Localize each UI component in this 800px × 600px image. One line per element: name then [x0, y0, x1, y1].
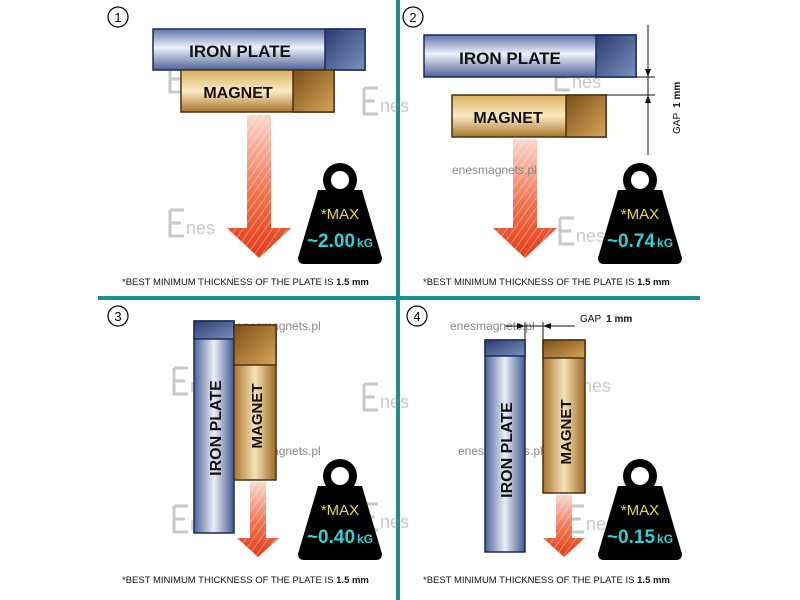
- panel-1: 1 nes nes nes IRON PLATE MAGNET enesmagn…: [107, 6, 409, 288]
- svg-text:nes: nes: [186, 218, 215, 238]
- thickness-note: *BEST MINIMUM THICKNESS OF THE PLATE IS …: [122, 277, 369, 288]
- panel-number: 2: [409, 10, 416, 25]
- thickness-note: *BEST MINIMUM THICKNESS OF THE PLATE IS …: [423, 277, 670, 288]
- magnet-end: [565, 94, 607, 138]
- max-label: *MAX: [321, 502, 359, 519]
- gap-dimension: [606, 25, 655, 155]
- max-label: *MAX: [621, 206, 659, 223]
- panel-number: 1: [114, 10, 121, 25]
- magnet-end: [233, 324, 277, 366]
- watermark-logo: nes: [362, 382, 409, 412]
- magnet-label: MAGNET: [558, 400, 575, 465]
- watermark-logo: nes: [168, 208, 215, 238]
- panel-2: 2 nes nes IRON PLATE MAGNET GAP1 mm enes…: [402, 6, 683, 288]
- iron-plate-end: [193, 320, 235, 340]
- watermark-site: enesmagnets.pl: [450, 319, 535, 333]
- svg-text:nes: nes: [582, 376, 611, 396]
- magnet-label: MAGNET: [473, 110, 543, 127]
- magnet-label: MAGNET: [249, 384, 266, 449]
- max-label: *MAX: [321, 206, 359, 223]
- iron-plate-end: [324, 28, 366, 71]
- thickness-note: *BEST MINIMUM THICKNESS OF THE PLATE IS …: [423, 575, 670, 586]
- iron-plate-end: [484, 339, 526, 357]
- svg-text:nes: nes: [380, 392, 409, 412]
- gap-dimension: [505, 322, 575, 340]
- watermark-logo: nes: [558, 216, 605, 246]
- watermark-logo: nes: [362, 86, 409, 116]
- panel-4: 4 enesmagnets.pl enesmagnets.pl nes nes …: [406, 305, 682, 586]
- svg-text:nes: nes: [380, 96, 409, 116]
- svg-text:nes: nes: [380, 512, 409, 532]
- iron-plate-label: IRON PLATE: [189, 42, 291, 61]
- magnet-label: MAGNET: [203, 85, 273, 102]
- gap-label: GAP1 mm: [672, 82, 683, 134]
- magnet-end: [542, 339, 586, 359]
- magnet-end: [292, 69, 335, 113]
- iron-plate-end: [595, 34, 637, 78]
- iron-plate-label: IRON PLATE: [459, 49, 561, 68]
- magnet: [542, 339, 586, 494]
- iron-plate-label: IRON PLATE: [208, 380, 225, 476]
- svg-text:nes: nes: [576, 226, 605, 246]
- watermark-site: enesmagnets.pl: [452, 163, 537, 177]
- panel-number: 3: [114, 309, 121, 324]
- thickness-note: *BEST MINIMUM THICKNESS OF THE PLATE IS …: [122, 575, 369, 586]
- max-label: *MAX: [621, 502, 659, 519]
- panel-3: 3 enesmagnets.pl enesmagnets.pl nes nes …: [107, 305, 409, 586]
- panel-number: 4: [413, 309, 420, 324]
- iron-plate-label: IRON PLATE: [499, 402, 516, 498]
